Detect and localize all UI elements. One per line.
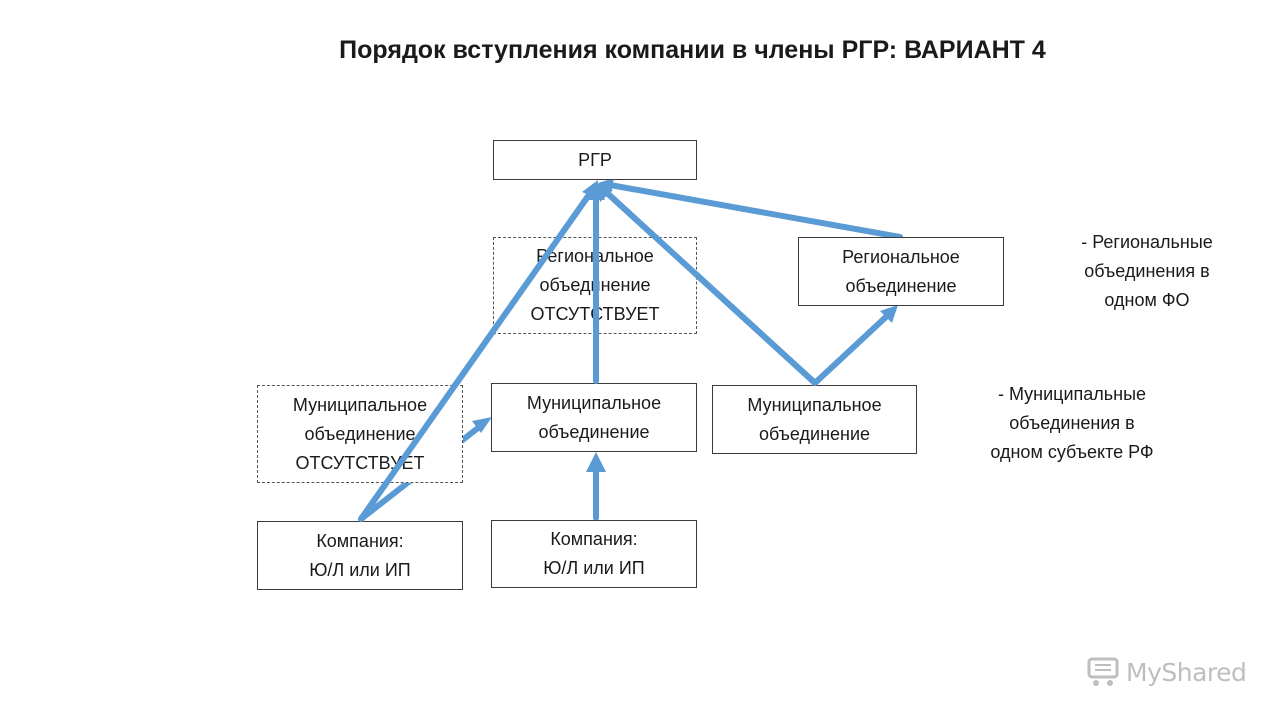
watermark-logo: MyShared xyxy=(1086,656,1247,688)
arrowhead-regional-to-rgr xyxy=(598,178,614,193)
arrowhead-municipal-right-to-regional xyxy=(880,305,898,323)
watermark-text: MyShared xyxy=(1126,657,1247,687)
arrowhead-municipal-center-to-rgr xyxy=(587,182,605,200)
municipal-association-absent-node: Муниципальное объединение ОТСУТСТВУЕТ xyxy=(257,385,463,483)
company-left-node: Компания: Ю/Л или ИП xyxy=(257,521,463,590)
arrowhead-company-left-to-municipal-center xyxy=(472,417,492,433)
arrow-regional-to-rgr xyxy=(607,182,903,240)
page-title: Порядок вступления компании в члены РГР:… xyxy=(339,36,1046,64)
regional-association-node: Региональное объединение xyxy=(798,237,1004,306)
rgr-node: РГР xyxy=(493,140,697,180)
regional-association-absent-node: Региональное объединение ОТСУТСТВУЕТ xyxy=(493,237,697,334)
legend-municipal-note: - Муниципальные объединения в одном субъ… xyxy=(990,384,1154,462)
arrowhead-company-left-to-rgr xyxy=(582,180,598,199)
arrow-municipal-right-to-regional xyxy=(812,313,890,386)
legend-regional-note: - Региональные объединения в одном ФО xyxy=(1081,232,1213,310)
cart-icon xyxy=(1087,657,1119,686)
arrowhead-company-center-to-municipal-center xyxy=(586,452,606,472)
arrowhead-municipal-right-to-rgr xyxy=(597,183,613,202)
company-center-node: Компания: Ю/Л или ИП xyxy=(491,520,697,588)
municipal-association-right-node: Муниципальное объединение xyxy=(712,385,917,454)
municipal-association-center-node: Муниципальное объединение xyxy=(491,383,697,452)
